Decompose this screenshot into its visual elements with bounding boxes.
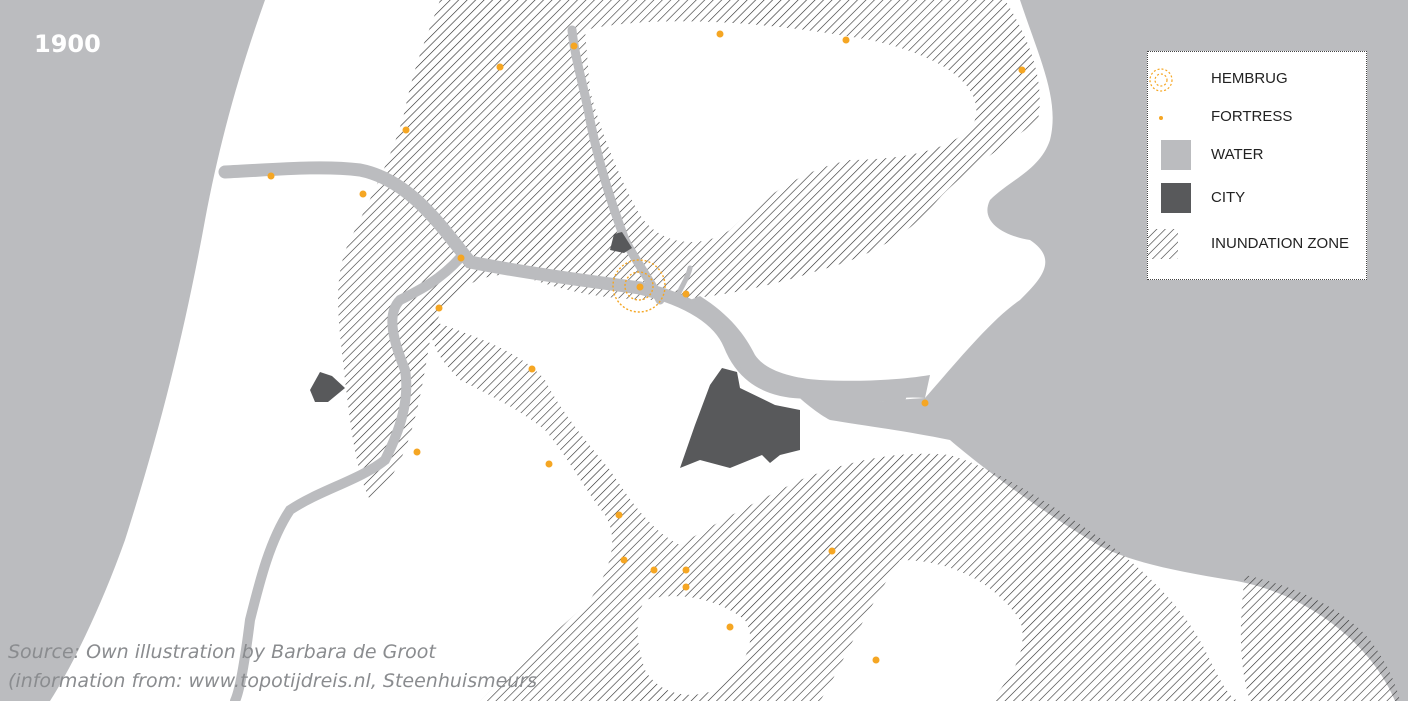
fortress-point bbox=[872, 656, 880, 664]
fortress-point bbox=[528, 365, 536, 373]
fortress-point bbox=[726, 623, 734, 631]
fortress-point bbox=[682, 290, 690, 298]
land-pocket-north bbox=[585, 21, 977, 242]
land-pocket-south bbox=[820, 560, 1023, 701]
spaarne-river bbox=[230, 253, 465, 701]
fortress-point bbox=[682, 566, 690, 574]
water-swatch-icon bbox=[1161, 140, 1191, 170]
fortress-point bbox=[620, 556, 628, 564]
fortress-point bbox=[413, 448, 421, 456]
inundation-hatch-icon bbox=[1148, 229, 1178, 259]
fortress-point bbox=[545, 460, 553, 468]
fortress-point bbox=[682, 583, 690, 591]
fortress-point bbox=[636, 283, 644, 291]
fortress-point bbox=[615, 511, 623, 519]
legend-item-fortress: FORTRESS bbox=[1148, 102, 1366, 132]
year-label: 1900 bbox=[0, 8, 118, 84]
legend-label: WATER bbox=[1211, 146, 1264, 163]
fortress-point bbox=[359, 190, 367, 198]
city-swatch-icon bbox=[1161, 183, 1191, 213]
source-credit: Source: Own illustration by Barbara de G… bbox=[8, 638, 537, 696]
fortress-point bbox=[1018, 66, 1026, 74]
source-line-2: (information from: www.topotijdreis.nl, … bbox=[8, 670, 538, 692]
fortress-point bbox=[496, 63, 504, 71]
city-zaandam bbox=[610, 232, 632, 253]
land-pocket-south-west bbox=[637, 596, 751, 695]
fortress-point bbox=[842, 36, 850, 44]
fortress-point bbox=[457, 254, 465, 262]
fortress-point bbox=[570, 42, 578, 50]
fortress-point bbox=[435, 304, 443, 312]
map-legend: HEMBRUG FORTRESS WATER CITY INUNDATION Z… bbox=[1147, 51, 1367, 280]
city-haarlem bbox=[310, 372, 345, 402]
hembrug-ring-icon bbox=[1149, 68, 1173, 92]
fortress-point bbox=[267, 172, 275, 180]
legend-label: CITY bbox=[1211, 189, 1246, 206]
legend-item-water: WATER bbox=[1148, 140, 1366, 170]
legend-item-city: CITY bbox=[1148, 183, 1366, 213]
fortress-point bbox=[716, 30, 724, 38]
fortress-point bbox=[828, 547, 836, 555]
source-line-1: Source: Own illustration by Barbara de G… bbox=[8, 641, 436, 663]
side-creek bbox=[675, 265, 693, 298]
inundation-zone-west-band bbox=[430, 320, 1240, 701]
north-sea-water bbox=[0, 0, 265, 701]
legend-label: INUNDATION ZONE bbox=[1211, 235, 1350, 252]
fortress-dot-icon bbox=[1159, 116, 1163, 120]
north-river bbox=[567, 25, 665, 305]
legend-item-hembrug: HEMBRUG bbox=[1148, 64, 1366, 94]
fortress-point bbox=[921, 399, 929, 407]
fortress-points bbox=[267, 30, 1026, 664]
legend-item-inundation: INUNDATION ZONE bbox=[1148, 229, 1366, 259]
legend-label: FORTRESS bbox=[1211, 108, 1293, 125]
fortress-point bbox=[650, 566, 658, 574]
inundation-zone-south-east bbox=[1240, 575, 1400, 701]
hembrug-marker bbox=[612, 259, 666, 313]
city-amsterdam bbox=[680, 368, 800, 468]
fortress-point bbox=[402, 126, 410, 134]
ij-widening bbox=[690, 296, 930, 420]
legend-label: HEMBRUG bbox=[1211, 70, 1288, 87]
